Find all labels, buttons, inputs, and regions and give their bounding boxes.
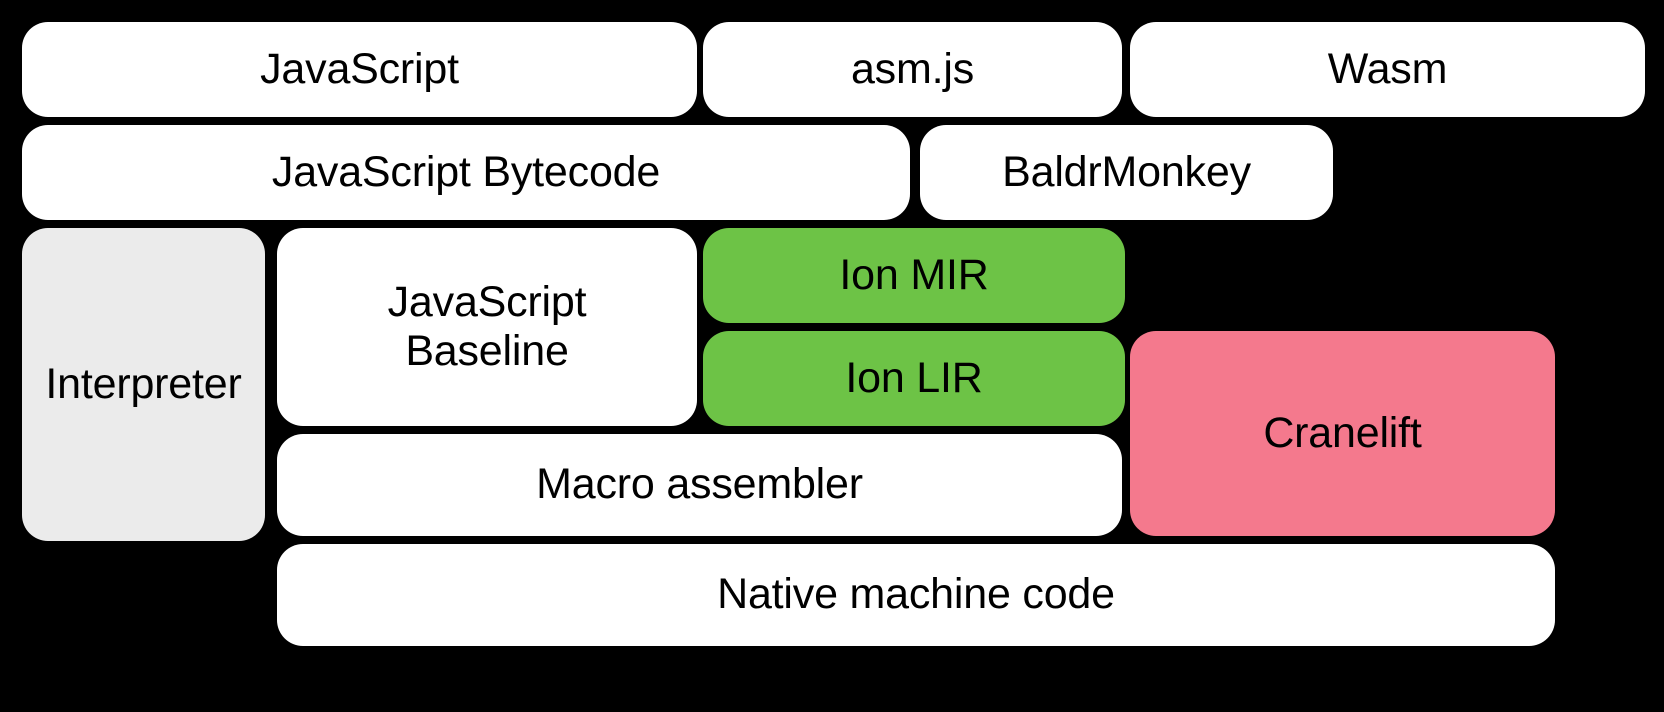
node-asmjs: asm.js xyxy=(703,22,1122,117)
node-javascript: JavaScript xyxy=(22,22,697,117)
node-baldrmonkey: BaldrMonkey xyxy=(920,125,1333,220)
node-wasm: Wasm xyxy=(1130,22,1645,117)
node-native-machine-code: Native machine code xyxy=(277,544,1555,646)
node-ion-lir: Ion LIR xyxy=(703,331,1125,426)
node-macro-assembler: Macro assembler xyxy=(277,434,1122,536)
node-ion-mir: Ion MIR xyxy=(703,228,1125,323)
node-interpreter: Interpreter xyxy=(22,228,265,541)
node-javascript-baseline: JavaScript Baseline xyxy=(277,228,697,426)
node-cranelift: Cranelift xyxy=(1130,331,1555,536)
node-js-bytecode: JavaScript Bytecode xyxy=(22,125,910,220)
